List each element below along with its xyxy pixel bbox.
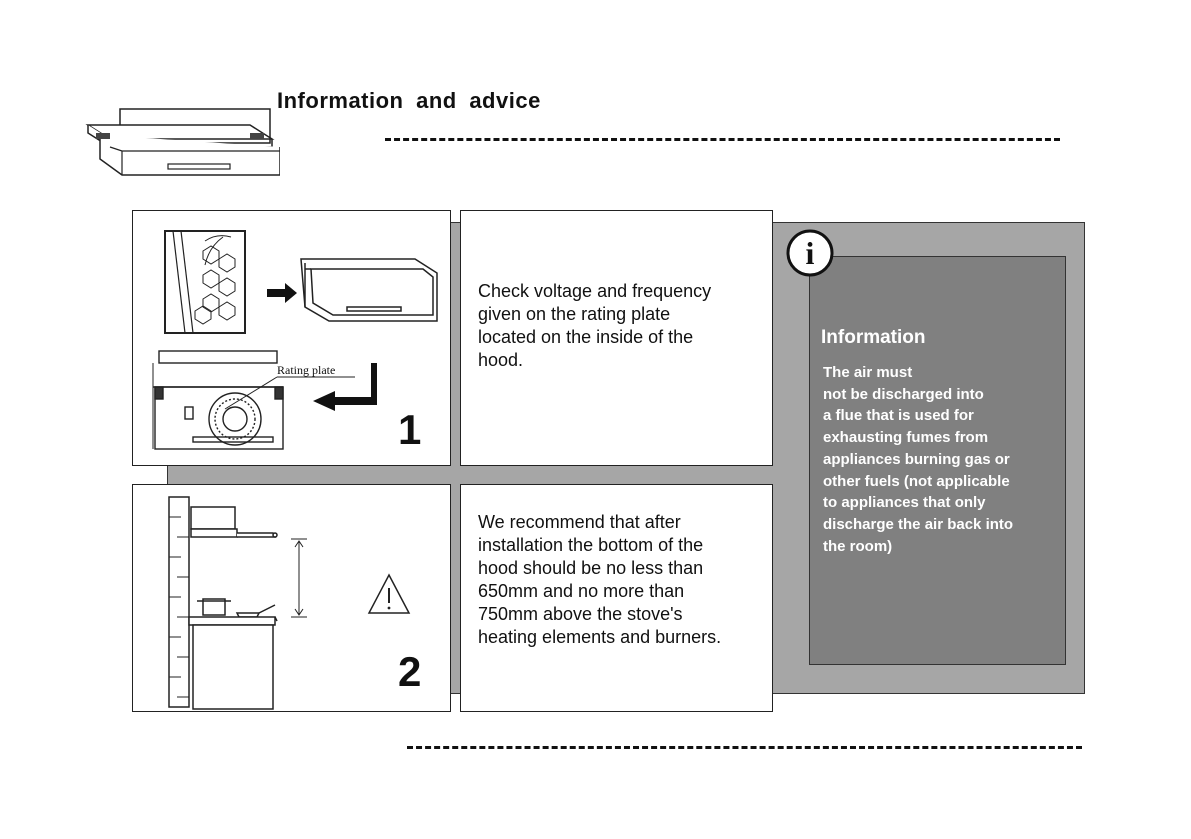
step-1-figure-box: Rating plate 1 <box>132 210 451 466</box>
rating-plate-label: Rating plate <box>277 363 335 377</box>
footer-divider <box>407 746 1082 749</box>
step-2-number: 2 <box>398 648 422 695</box>
step-1-text-box: Check voltage and frequency given on the… <box>460 210 773 466</box>
information-body: The air must not be discharged into a fl… <box>823 364 1014 555</box>
range-hood-illustration <box>85 108 280 176</box>
page-title: Information and advice <box>277 88 541 113</box>
step-1-number: 1 <box>398 406 422 453</box>
step-2-description: We recommend that after installation the… <box>478 512 722 647</box>
step-2-figure-box: 2 <box>132 484 451 712</box>
header-divider <box>385 138 1060 141</box>
information-heading: Information <box>821 327 926 348</box>
installation-height-illustration <box>168 496 411 710</box>
information-panel <box>809 256 1066 665</box>
step-2-text-box: We recommend that after installation the… <box>460 484 773 712</box>
step-1-description: Check voltage and frequency given on the… <box>478 281 712 370</box>
info-icon-glyph: i <box>806 235 815 271</box>
rating-plate-illustration: Rating plate <box>152 230 438 450</box>
info-icon: i <box>786 229 834 277</box>
